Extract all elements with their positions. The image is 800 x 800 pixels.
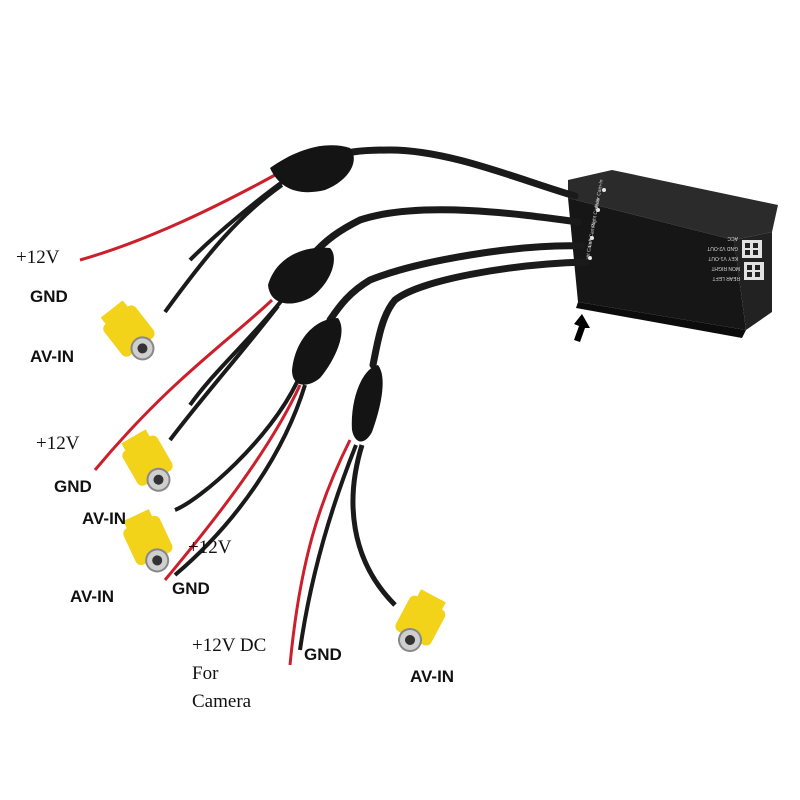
arrow-up-icon xyxy=(574,314,590,342)
label-12v-2: +12V xyxy=(36,433,80,454)
rca-connectors xyxy=(100,300,446,653)
label-12v-3: +12V xyxy=(188,537,232,558)
port-label-3: Rear Cam-In xyxy=(594,179,605,208)
breakout-1 xyxy=(79,145,354,314)
breakout-2 xyxy=(93,247,334,471)
label-for: For xyxy=(192,663,219,684)
connector-label-1: MON RIGHT xyxy=(711,265,740,271)
label-12v-dc: +12V DC xyxy=(192,635,267,656)
label-gnd-2: GND xyxy=(54,477,92,496)
label-gnd-3: GND xyxy=(172,579,210,598)
connector-label-0: REAR LEFT xyxy=(712,275,740,281)
connector-label-2: KEY V1-OUT xyxy=(708,255,738,261)
port-label-0: Front Cam-In xyxy=(584,235,595,265)
port-label-1: Left Cam-In xyxy=(587,221,597,248)
connector-label-4: ACC xyxy=(727,235,738,241)
label-avin-3: AV-IN xyxy=(70,587,115,606)
label-camera: Camera xyxy=(192,691,252,712)
label-gnd-1: GND xyxy=(30,287,68,306)
label-12v-1: +12V xyxy=(16,247,60,268)
label-gnd-4: GND xyxy=(304,645,342,664)
switcher-box: REAR LEFT MON RIGHT KEY V1-OUT GND V2-OU… xyxy=(568,170,778,338)
cables xyxy=(306,146,590,369)
breakout-4 xyxy=(288,365,397,666)
port-label-2: Right Cam-In xyxy=(590,198,601,228)
label-avin-2: AV-IN xyxy=(82,509,127,528)
label-avin-4: AV-IN xyxy=(410,667,455,686)
connector-label-3: GND V2-OUT xyxy=(707,245,738,251)
label-avin-1: AV-IN xyxy=(30,347,75,366)
breakout-3 xyxy=(163,318,342,581)
